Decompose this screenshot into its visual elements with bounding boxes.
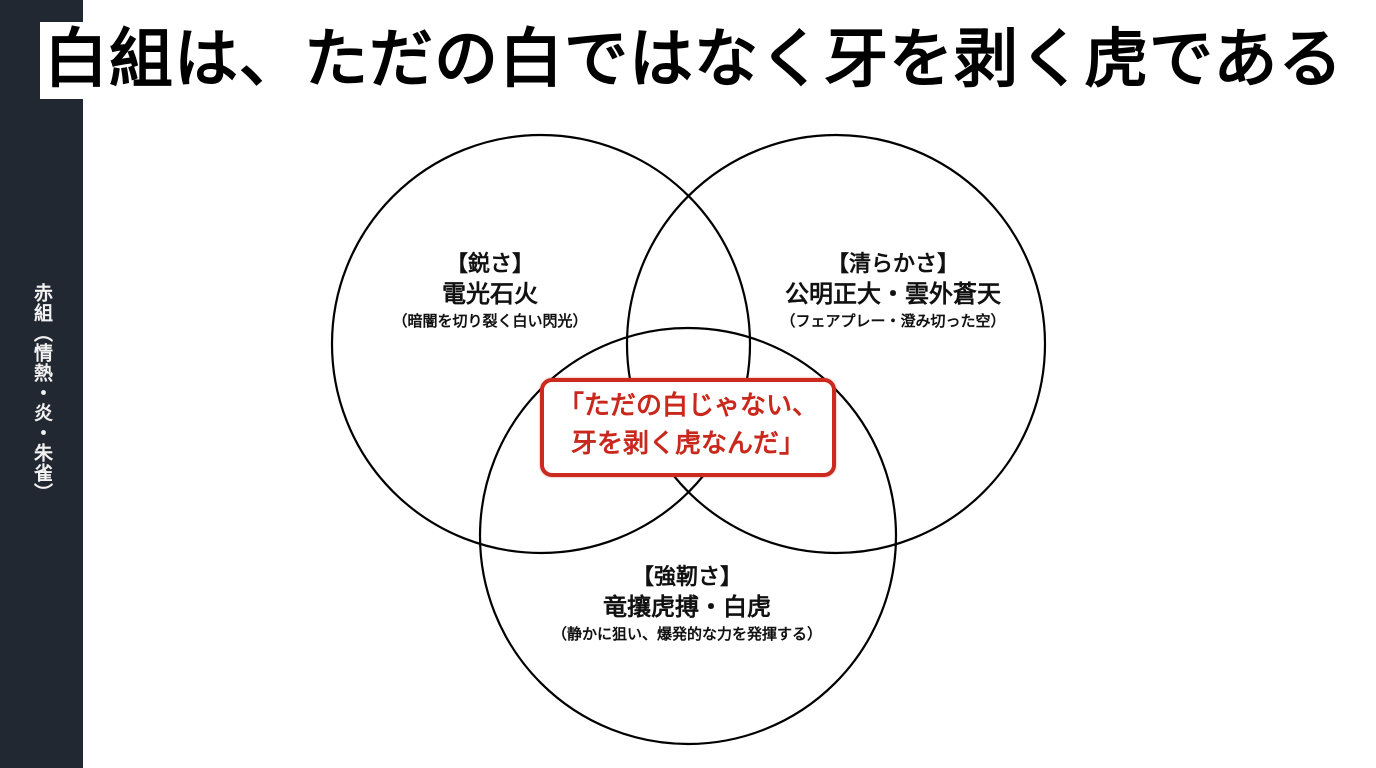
region-heading: 【強靭さ】 xyxy=(631,564,743,590)
region-keyword: 公明正大・雲外蒼天 xyxy=(784,279,1001,308)
region-sharpness: 【鋭さ】 電光石火 （暗闇を切り裂く白い閃光） xyxy=(392,250,587,332)
region-description: （静かに狙い、爆発的な力を発揮する） xyxy=(551,625,823,643)
region-description: （フェアプレー・澄み切った空） xyxy=(780,312,1006,330)
callout-line-1: 「ただの白じゃない、 xyxy=(557,391,818,421)
callout-line-2: 牙を剥く虎なんだ」 xyxy=(570,429,805,459)
venn-circle-toughness xyxy=(478,326,898,746)
title-highlight xyxy=(40,22,84,99)
venn-circle-purity xyxy=(625,133,1047,555)
center-callout: 「ただの白じゃない、 牙を剥く虎なんだ」 xyxy=(540,378,836,477)
sidebar-label: 赤組（情熱・炎・朱雀） xyxy=(31,283,53,503)
region-heading: 【清らかさ】 xyxy=(826,251,960,277)
region-description: （暗闇を切り裂く白い閃光） xyxy=(392,312,588,330)
sidebar: 赤組（情熱・炎・朱雀） xyxy=(0,0,83,768)
region-purity: 【清らかさ】 公明正大・雲外蒼天 （フェアプレー・澄み切った空） xyxy=(780,250,1005,332)
region-keyword: 竜攘虎搏・白虎 xyxy=(602,592,771,621)
region-toughness: 【強靭さ】 竜攘虎搏・白虎 （静かに狙い、爆発的な力を発揮する） xyxy=(552,563,822,645)
page-title: 白組は、ただの白ではなく牙を剥く虎である xyxy=(44,22,1344,97)
region-keyword: 電光石火 xyxy=(441,279,538,308)
region-heading: 【鋭さ】 xyxy=(445,251,535,277)
venn-circle-sharpness xyxy=(330,133,752,555)
